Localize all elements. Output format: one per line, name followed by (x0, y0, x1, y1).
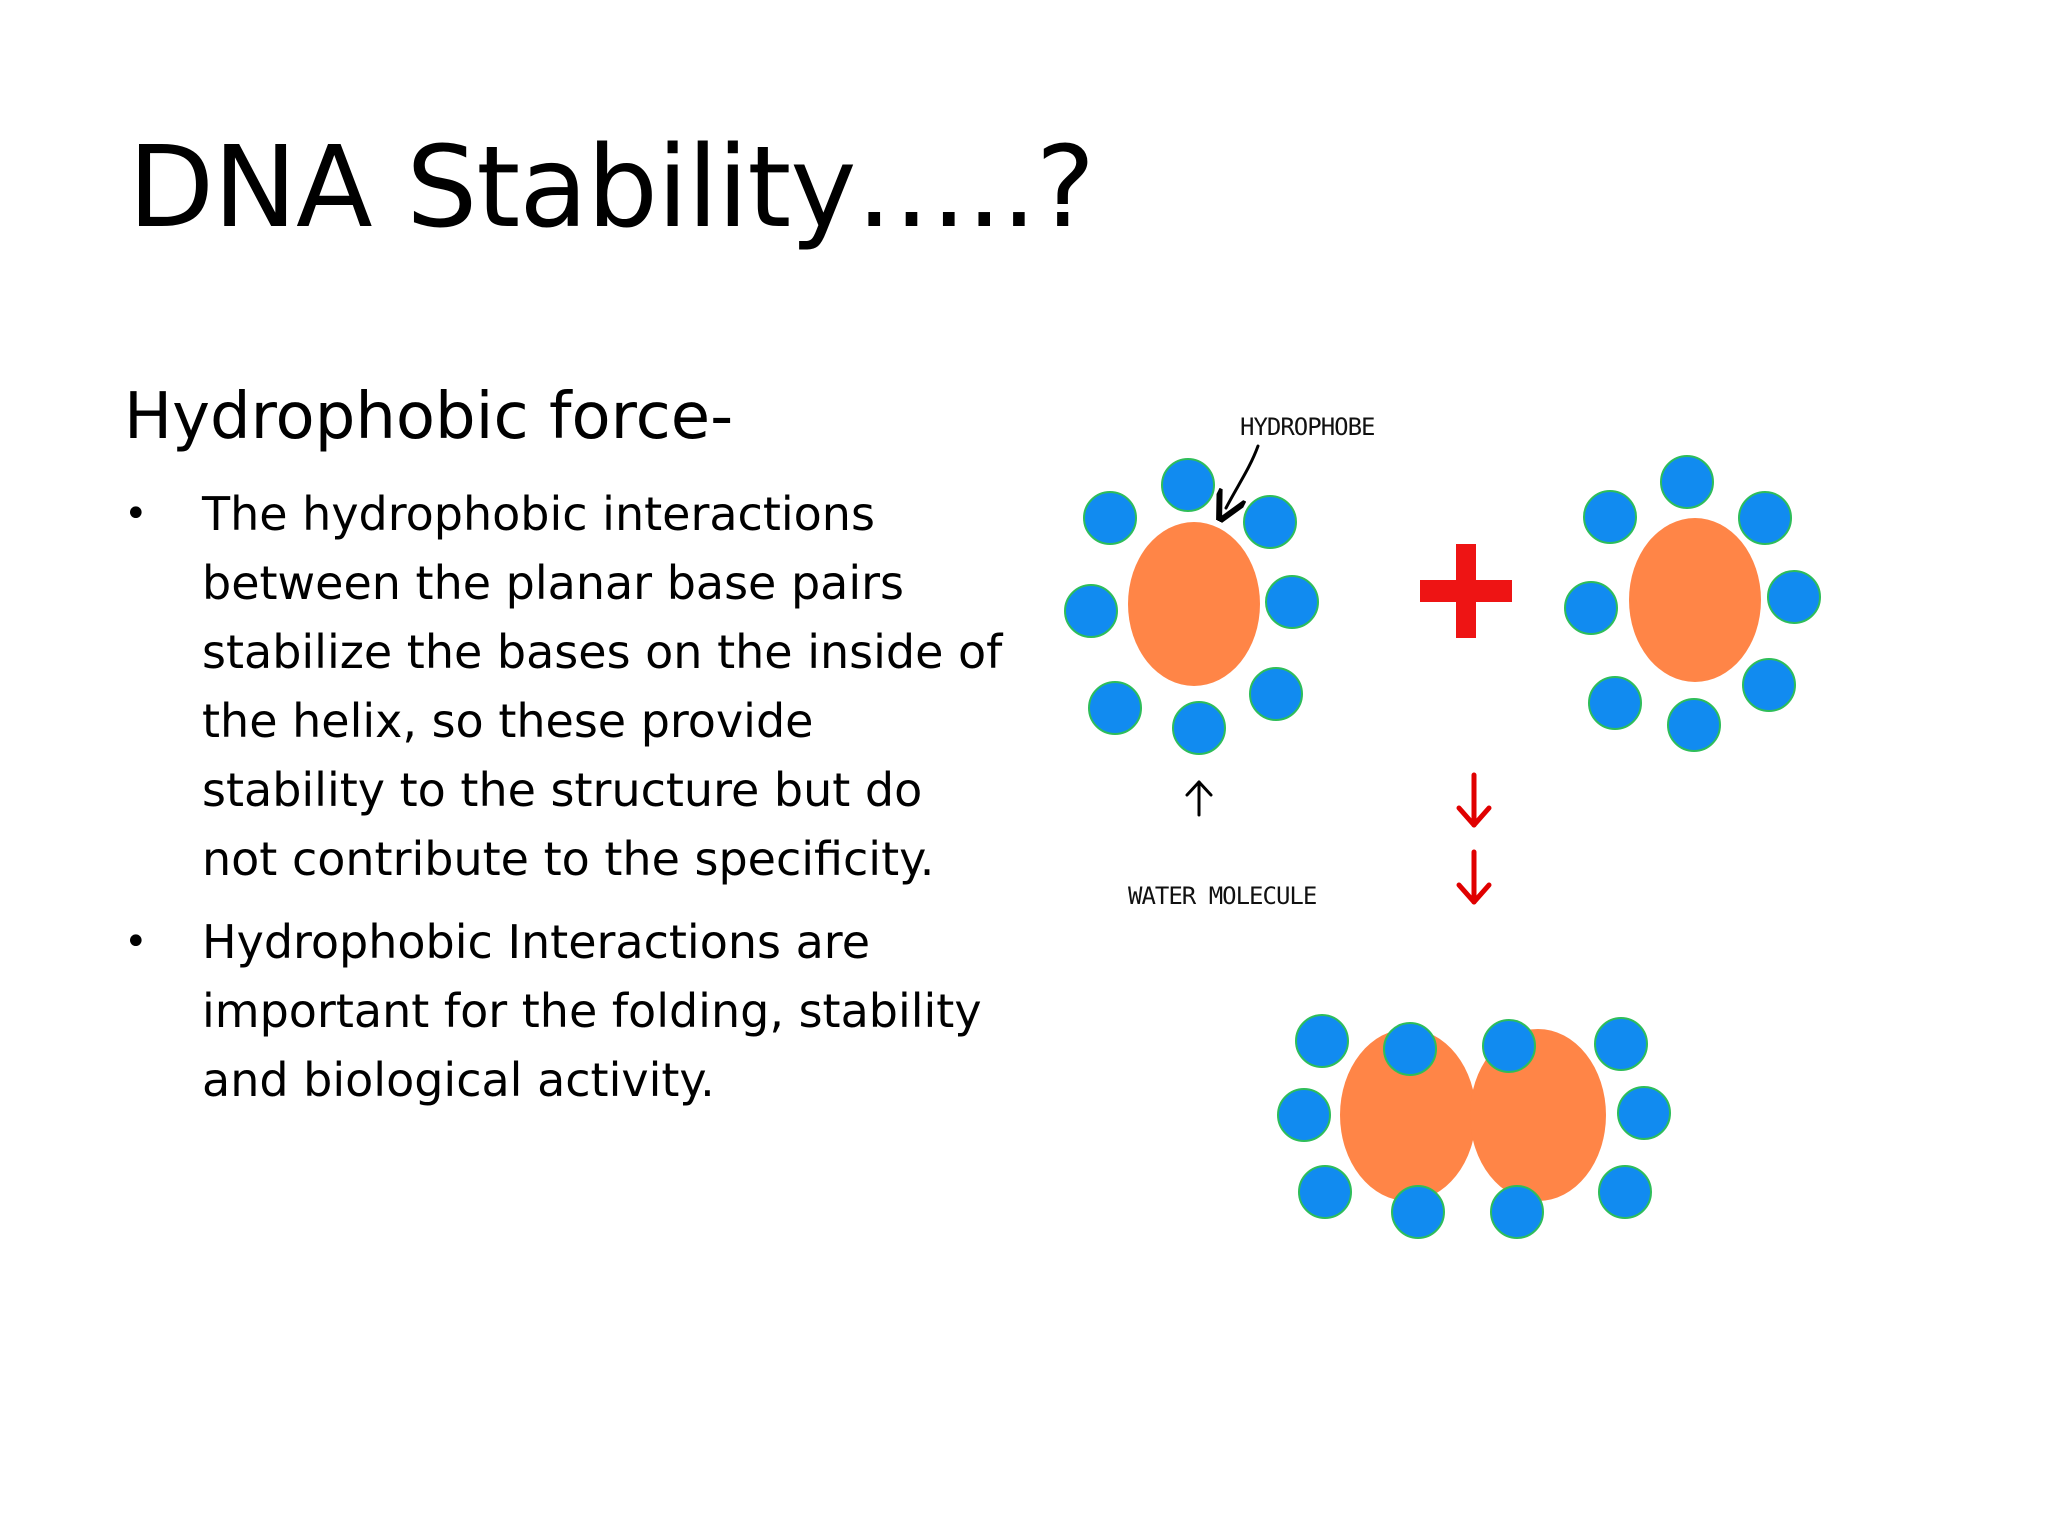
hydrophobe-cluster-combined (1277, 1014, 1671, 1239)
water-molecule (1667, 698, 1721, 752)
bullet-text: The hydrophobic interactions between the… (202, 487, 1003, 886)
hydrophobe-molecule (1629, 518, 1761, 682)
water-molecule (1391, 1185, 1445, 1239)
water-molecule (1564, 581, 1618, 635)
slide-subtitle: Hydrophobic force- (124, 380, 734, 454)
water-pointer-arrow-icon (1185, 780, 1213, 817)
water-molecule (1588, 676, 1642, 730)
hydrophobe-molecule (1340, 1029, 1476, 1201)
water-molecule (1767, 570, 1821, 624)
water-molecule (1088, 681, 1142, 735)
diagram-svg: HYDROPHOBE WATER MOLECULE (1064, 413, 1821, 1239)
reaction-arrow-icon (1456, 772, 1492, 905)
water-molecule (1738, 491, 1792, 545)
bullet-dot-icon: • (124, 919, 148, 965)
water-molecule (1295, 1014, 1349, 1068)
water-molecule-label: WATER MOLECULE (1128, 882, 1316, 910)
hydrophobe-label: HYDROPHOBE (1240, 413, 1375, 441)
bullet-dot-icon: • (124, 491, 148, 537)
water-molecule (1277, 1088, 1331, 1142)
water-molecule (1482, 1019, 1536, 1073)
water-molecule (1742, 658, 1796, 712)
bullet-item: • Hydrophobic Interactions are important… (124, 908, 1004, 1115)
water-molecule (1265, 575, 1319, 629)
water-molecule (1064, 584, 1118, 638)
water-molecule (1161, 458, 1215, 512)
water-molecule (1083, 491, 1137, 545)
water-molecule (1383, 1022, 1437, 1076)
water-molecule (1249, 667, 1303, 721)
water-molecule (1594, 1017, 1648, 1071)
water-molecule (1660, 455, 1714, 509)
slide-title: DNA Stability…..? (128, 123, 1095, 253)
water-molecule (1172, 701, 1226, 755)
water-molecule (1298, 1165, 1352, 1219)
water-molecule (1243, 495, 1297, 549)
bullet-item: • The hydrophobic interactions between t… (124, 480, 1004, 894)
hydrophobe-molecule (1128, 522, 1260, 686)
water-molecule (1617, 1086, 1671, 1140)
hydrophobe-pointer-arrow-icon (1226, 444, 1260, 508)
hydrophobe-cluster-left (1064, 458, 1319, 755)
water-molecule (1583, 490, 1637, 544)
hydrophobic-diagram: HYDROPHOBE WATER MOLECULE (1060, 390, 1940, 1430)
plus-icon (1420, 544, 1512, 638)
bullet-text: Hydrophobic Interactions are important f… (202, 915, 982, 1107)
bullet-list: • The hydrophobic interactions between t… (124, 480, 1004, 1129)
water-molecule (1598, 1165, 1652, 1219)
water-molecule (1490, 1185, 1544, 1239)
hydrophobe-cluster-right (1564, 455, 1821, 752)
